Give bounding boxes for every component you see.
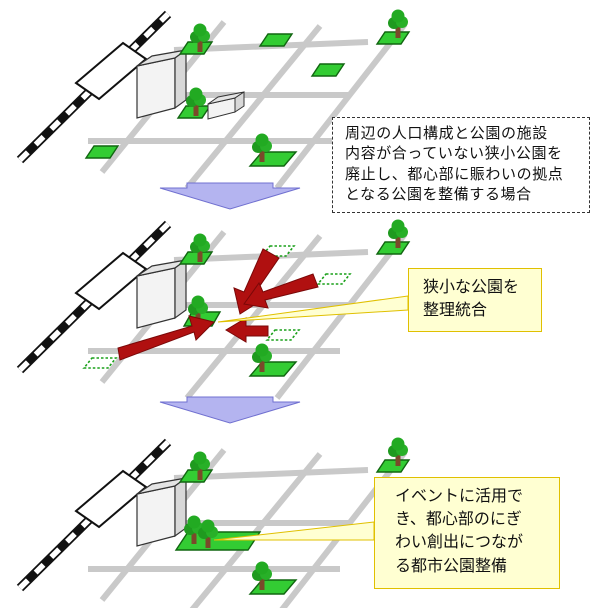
scenario-note: 周辺の人口構成と公園の施設 内容が合っていない狭小公園を 廃止し、都心部に賑わい… (332, 117, 590, 213)
callout-line: 整理統合 (423, 300, 488, 320)
callout-line: 狭小な公園を (423, 277, 520, 296)
note-line: 周辺の人口構成と公園の施設 (345, 124, 548, 142)
consolidate-callout: 狭小な公園を 整理統合 (408, 268, 542, 332)
callout-line: き、都心部のにぎ (395, 509, 522, 529)
merge-arrow (117, 248, 319, 361)
result-callout: イベントに活用で き、都心部のにぎ わい創出につなが る都市公園整備 (374, 477, 560, 589)
transition-down-arrow (159, 396, 301, 424)
callout-line: わい創出につなが (395, 532, 524, 552)
callout-line: る都市公園整備 (395, 555, 508, 575)
park-plot (179, 41, 213, 55)
panel-consolidate (20, 219, 410, 399)
note-line: 廃止し、都心部に賑わいの拠点 (345, 164, 564, 183)
panel-after (20, 437, 410, 608)
note-line: 内容が合っていない狭小公園を (345, 144, 563, 163)
note-line: となる公園を整備する場合 (345, 185, 532, 204)
panel-before (20, 9, 410, 189)
callout-line: イベントに活用で (395, 486, 524, 505)
